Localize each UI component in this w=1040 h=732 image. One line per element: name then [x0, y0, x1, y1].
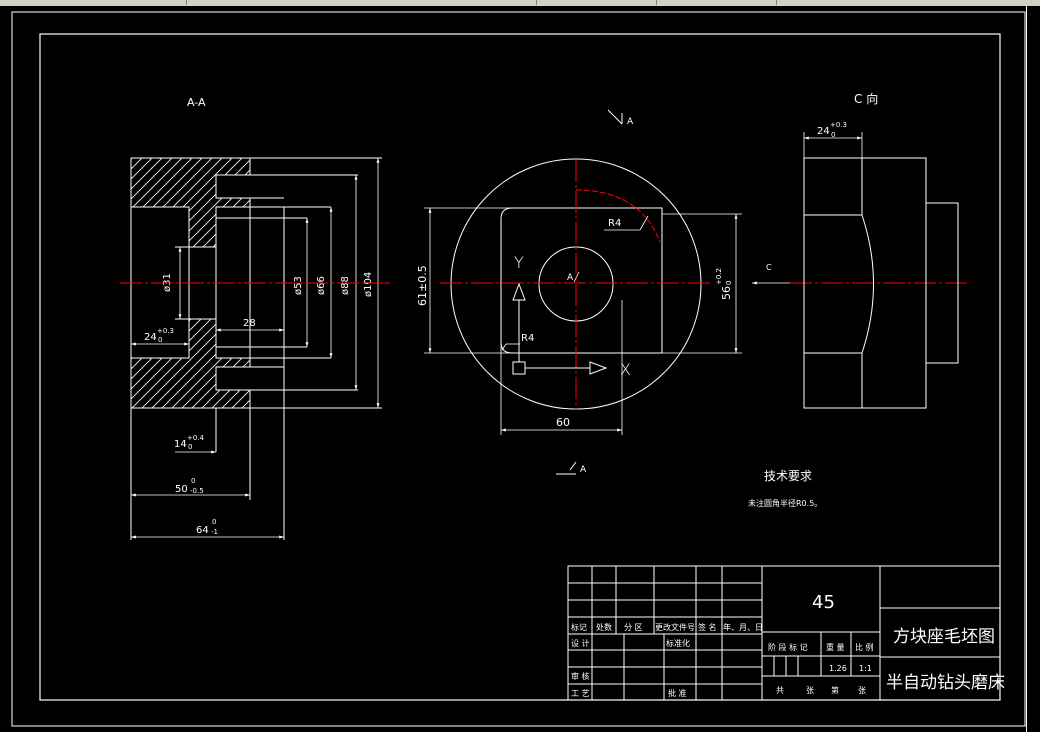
section-mark-top: A — [627, 117, 634, 127]
ucs-icon — [512, 282, 608, 375]
dim-56-zero: 0 — [725, 281, 733, 285]
axis-x-label: X — [620, 360, 631, 379]
dim-d88: ø88 — [340, 276, 351, 295]
dim-14: 14 — [174, 439, 187, 450]
sheet-outer-edge — [11, 11, 1026, 727]
toolbar-tab[interactable] — [656, 0, 777, 5]
dim-56: 56 — [720, 286, 733, 300]
tb-row-label-4: 更改文件号 — [655, 622, 695, 632]
tb-sheets-3: 第 — [831, 685, 839, 695]
dim-64: 64 — [196, 525, 209, 536]
tb-weight-value: 1.26 — [829, 664, 847, 673]
tb-row-label-3: 分 区 — [624, 623, 643, 632]
dim-r4-bottom: R4 — [521, 333, 534, 344]
side-view-title: C 向 — [854, 91, 878, 106]
section-title: A-A — [187, 96, 206, 109]
dim-24-right-tol: +0.3 — [830, 121, 847, 129]
tb-scale: 比 例 — [855, 642, 874, 652]
notes-text: 未注圆角半径R0.5。 — [748, 498, 822, 508]
dim-14-zero: 0 — [188, 443, 192, 451]
dim-56-tol: +0.2 — [715, 268, 723, 285]
view-arrow-label: C — [766, 263, 772, 272]
title-block — [567, 565, 1001, 701]
dim-50-tol-low: -0.5 — [190, 487, 204, 495]
top-toolbar-strip — [0, 0, 1040, 6]
dim-28: 28 — [243, 318, 256, 329]
dim-d66: ø66 — [316, 276, 327, 295]
r4-red-arc — [575, 189, 661, 243]
tb-sheets-2: 张 — [806, 686, 814, 695]
dim-24-left: 24 — [144, 332, 157, 343]
dim-24-right-zero: 0 — [831, 131, 835, 139]
toolbar-tab[interactable] — [0, 0, 187, 5]
tb-stage-mark: 阶 段 标 记 — [768, 642, 808, 652]
right-scroll-strip[interactable] — [1026, 6, 1040, 732]
tb-row-label-2: 处数 — [596, 622, 612, 632]
toolbar-tab[interactable] — [186, 0, 537, 5]
tb-part-name: 方块座毛坯图 — [893, 627, 995, 647]
section-mark-bottom: A — [580, 465, 587, 475]
center-label: A — [567, 273, 574, 283]
drawing-frame — [39, 33, 1001, 701]
tb-weight: 重 量 — [826, 642, 845, 652]
side-view-c: C 向 24 +0.3 0 C — [752, 91, 959, 409]
toolbar-tab[interactable] — [536, 0, 657, 5]
dim-14-tol: +0.4 — [187, 434, 205, 442]
dim-50-tol-up: 0 — [191, 477, 195, 485]
tb-material: 45 — [812, 592, 835, 613]
tb-row-label-5: 签 名 — [698, 622, 717, 632]
dim-60: 60 — [556, 416, 570, 429]
dim-61: 61±0.5 — [416, 265, 429, 306]
axis-y-label: Y — [514, 253, 524, 272]
section-view-aa: A-A — [130, 96, 382, 540]
dim-24-right: 24 — [817, 126, 830, 137]
dim-64-tol-low: -1 — [211, 528, 218, 536]
notes-title: 技术要求 — [764, 469, 812, 483]
dim-d104: ø104 — [363, 272, 374, 297]
dim-24-left-tol: +0.3 — [157, 327, 174, 335]
tb-standardize: 标准化 — [666, 638, 690, 648]
tb-sheets-1: 共 — [776, 686, 784, 695]
tb-row-label-6: 年、月、日 — [723, 622, 763, 632]
dim-d53: ø53 — [293, 276, 304, 295]
tb-process: 工 艺 — [571, 689, 590, 698]
hatch-top — [130, 157, 251, 248]
tb-scale-value: 1:1 — [859, 664, 872, 673]
tb-approve: 批 准 — [668, 688, 687, 698]
tb-machine-name: 半自动钻头磨床 — [886, 673, 1005, 693]
tb-sheets-4: 张 — [858, 686, 866, 695]
tb-review: 审 核 — [571, 671, 590, 681]
dim-64-tol-up: 0 — [212, 518, 216, 526]
dim-50: 50 — [175, 484, 188, 495]
front-view: A A A R4 R4 Y X — [120, 109, 970, 475]
tb-design: 设 计 — [571, 638, 590, 648]
tb-row-label-1: 标记 — [571, 622, 587, 632]
dim-24-left-zero: 0 — [158, 336, 162, 344]
dim-r4-top: R4 — [608, 218, 621, 229]
